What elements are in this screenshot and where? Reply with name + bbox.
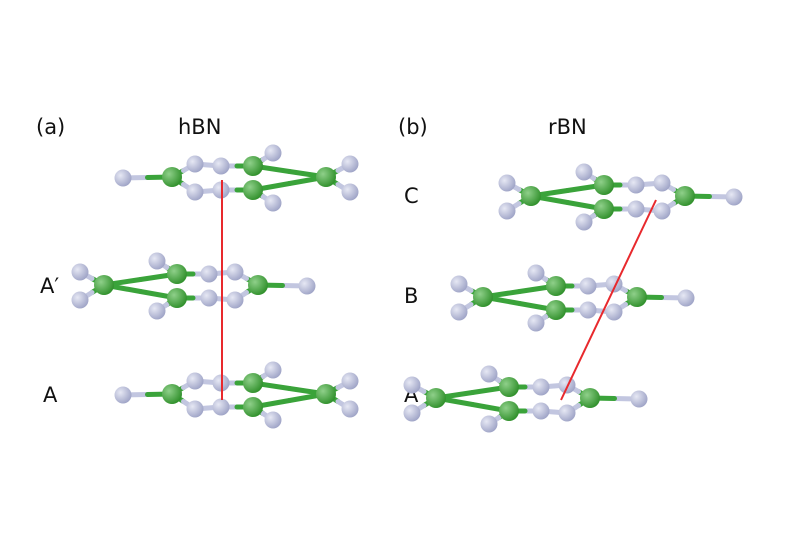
boron-atom [243,397,263,417]
nitrogen-atom [200,289,218,307]
boron-atom [675,186,695,206]
nitrogen-atom [579,301,597,319]
nitrogen-atom [575,163,593,181]
nitrogen-atom [226,263,244,281]
nitrogen-atom [148,252,166,270]
panel-b-layer-label-top: C [404,184,419,208]
nitrogen-atom [212,398,230,416]
panel-b-layer-label-middle: B [404,284,419,308]
boron-atom [499,401,519,421]
boron-atom [162,384,182,404]
boron-atom [243,373,263,393]
nitrogen-atom [298,277,316,295]
boron-atom [167,288,187,308]
boron-atom [248,275,268,295]
nitrogen-atom [532,402,550,420]
nitrogen-atom [579,277,597,295]
nitrogen-atom [527,314,545,332]
nitrogen-atom [630,390,648,408]
nitrogen-atom [341,372,359,390]
nitrogen-atom [725,188,743,206]
nitrogen-atom [498,202,516,220]
nitrogen-atom [480,365,498,383]
nitrogen-atom [677,289,695,307]
nitrogen-atom [532,378,550,396]
nitrogen-atom [114,169,132,187]
nitrogen-atom [186,400,204,418]
nitrogen-atom [341,400,359,418]
rbn-layer-b [450,264,695,332]
nitrogen-atom [264,411,282,429]
nitrogen-atom [498,174,516,192]
nitrogen-atom [627,176,645,194]
boron-atom [167,264,187,284]
nitrogen-atom [264,361,282,379]
boron-atom [316,384,336,404]
boron-atom [627,287,647,307]
nitrogen-atom [264,144,282,162]
boron-atom [594,175,614,195]
rbn-stacking-line [560,199,657,401]
nitrogen-atom [341,155,359,173]
nitrogen-atom [341,183,359,201]
nitrogen-atom [186,372,204,390]
panel-a-title: hBN [178,115,222,139]
boron-atom [243,180,263,200]
nitrogen-atom [527,264,545,282]
nitrogen-atom [186,155,204,173]
rbn-layer-c [498,163,743,231]
panel-b-label: (b) [398,115,428,139]
boron-atom [426,388,446,408]
nitrogen-atom [558,404,576,422]
nitrogen-atom [575,213,593,231]
nitrogen-atom [450,303,468,321]
panel-a-layer-label-bottom: A [43,383,58,407]
hbn-layer-a [114,361,359,429]
panel-b-title: rBN [548,115,587,139]
nitrogen-atom [653,202,671,220]
nitrogen-atom [627,200,645,218]
boron-atom [580,388,600,408]
boron-atom [546,276,566,296]
boron-atom [521,186,541,206]
nitrogen-atom [450,275,468,293]
nitrogen-atom [71,291,89,309]
nitrogen-atom [480,415,498,433]
nitrogen-atom [558,376,576,394]
nitrogen-atom [200,265,218,283]
nitrogen-atom [264,194,282,212]
nitrogen-atom [148,302,166,320]
boron-atom [243,156,263,176]
boron-atom [94,275,114,295]
boron-atom [546,300,566,320]
nitrogen-atom [605,303,623,321]
nitrogen-atom [653,174,671,192]
boron-atom [162,167,182,187]
nitrogen-atom [226,291,244,309]
boron-atom [473,287,493,307]
nitrogen-atom [71,263,89,281]
nitrogen-atom [403,376,421,394]
nitrogen-atom [403,404,421,422]
boron-atom [499,377,519,397]
nitrogen-atom [114,386,132,404]
boron-atom [594,199,614,219]
rbn-layer-a [403,365,648,433]
nitrogen-atom [186,183,204,201]
panel-a-label: (a) [36,115,66,139]
nitrogen-atom [212,157,230,175]
boron-atom [316,167,336,187]
panel-a-layer-label-middle: A′ [40,274,60,298]
hbn-layer-a-prime [71,252,316,320]
hbn-layer-top [114,144,359,212]
